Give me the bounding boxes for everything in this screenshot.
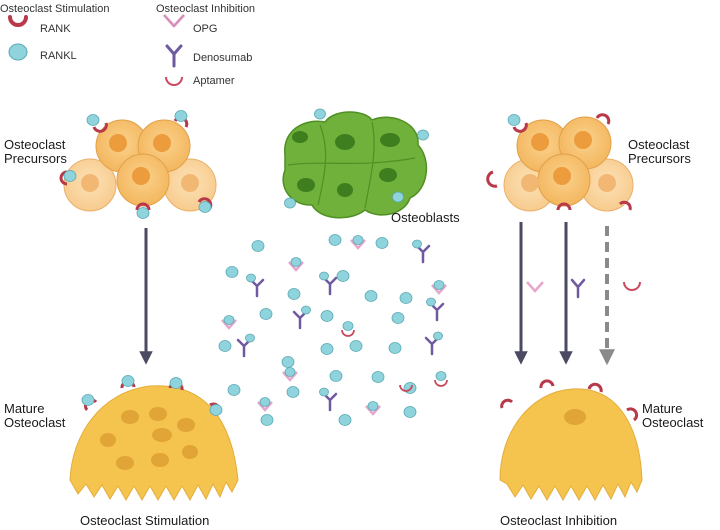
- left-mature-label-line1: Mature: [4, 401, 45, 416]
- left-precursors-label-line2: Precursors: [4, 151, 67, 166]
- rank-receptor-icon: [8, 15, 28, 27]
- legend-denosumab-label: Denosumab: [193, 52, 253, 64]
- osteoblast-cluster: [282, 108, 429, 219]
- left-mature-osteoclast: [69, 375, 239, 502]
- denosumab-on-arrow: [570, 278, 586, 299]
- left-mature-label-line2: Osteoclast: [4, 415, 66, 430]
- legend-rankl-label: RANKL: [40, 50, 77, 62]
- left-precursors-label-line1: Osteoclast: [4, 137, 66, 152]
- legend-opg-label: OPG: [193, 23, 218, 35]
- right-precursors-label-line1: Osteoclast: [628, 137, 690, 152]
- right-mature-osteoclast: [499, 379, 643, 502]
- molecule-field: [218, 234, 448, 426]
- left-precursor-cluster: [59, 110, 217, 219]
- aptamer-icon: [165, 76, 183, 86]
- rankl-ligand-icon: [8, 43, 28, 61]
- right-mature-label-line1: Mature: [642, 401, 683, 416]
- legend: [8, 13, 186, 86]
- legend-inhibition-title: Osteoclast Inhibition: [156, 3, 256, 15]
- right-mature-label-line2: Osteoclast: [642, 415, 704, 430]
- opg-icon: [162, 13, 186, 28]
- left-caption: Osteoclast Stimulation: [80, 513, 210, 528]
- opg-on-arrow: [526, 281, 544, 293]
- aptamer-on-arrow: [623, 281, 641, 291]
- osteoblasts-label: Osteoblasts: [391, 210, 460, 225]
- right-precursors-label-line2: Precursors: [628, 151, 691, 166]
- right-caption: Osteoclast Inhibition: [500, 513, 618, 528]
- legend-aptamer-label: Aptamer: [193, 75, 235, 87]
- legend-rank-label: RANK: [40, 23, 71, 35]
- denosumab-icon: [165, 44, 183, 68]
- right-precursor-cluster: [486, 113, 634, 212]
- legend-stimulation-title: Osteoclast Stimulation: [0, 3, 110, 15]
